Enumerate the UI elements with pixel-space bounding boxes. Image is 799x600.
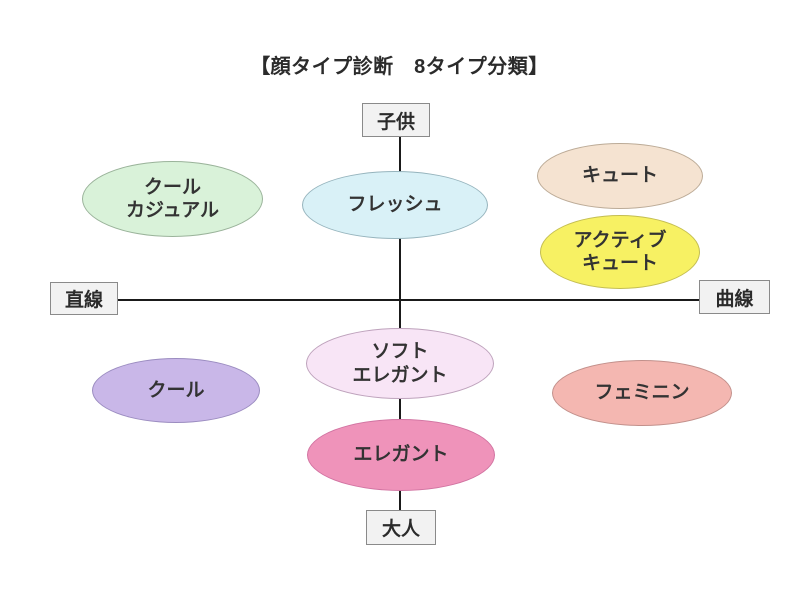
type-label-cool: クール [147,379,205,401]
type-label-feminine: フェミニン [594,382,690,404]
axis-label-curved: 曲線 [699,280,770,314]
type-ellipse-cool: クール [92,358,260,423]
type-ellipse-fresh: フレッシュ [302,171,488,239]
diagram-title: 【顔タイプ診断 8タイプ分類】 [250,56,549,78]
type-ellipse-feminine: フェミニン [552,360,732,426]
type-label-cute: キュート [581,165,658,187]
type-label-fresh: フレッシュ [347,194,443,216]
vertical-axis-line [399,137,401,510]
type-ellipse-active-cute: アクティブ キュート [540,215,700,289]
horizontal-axis-line [118,299,699,301]
type-ellipse-soft-elegant: ソフト エレガント [306,328,494,399]
type-label-cool-casual: クール カジュアル [125,176,220,221]
type-label-active-cute: アクティブ キュート [573,229,667,274]
axis-label-adult: 大人 [366,510,436,545]
type-ellipse-cute: キュート [537,143,703,209]
type-label-elegant: エレガント [353,444,449,466]
type-ellipse-elegant: エレガント [307,419,495,491]
axis-label-child: 子供 [362,103,430,137]
axis-label-straight: 直線 [50,282,118,315]
type-label-soft-elegant: ソフト エレガント [352,341,448,386]
type-ellipse-cool-casual: クール カジュアル [82,161,263,237]
